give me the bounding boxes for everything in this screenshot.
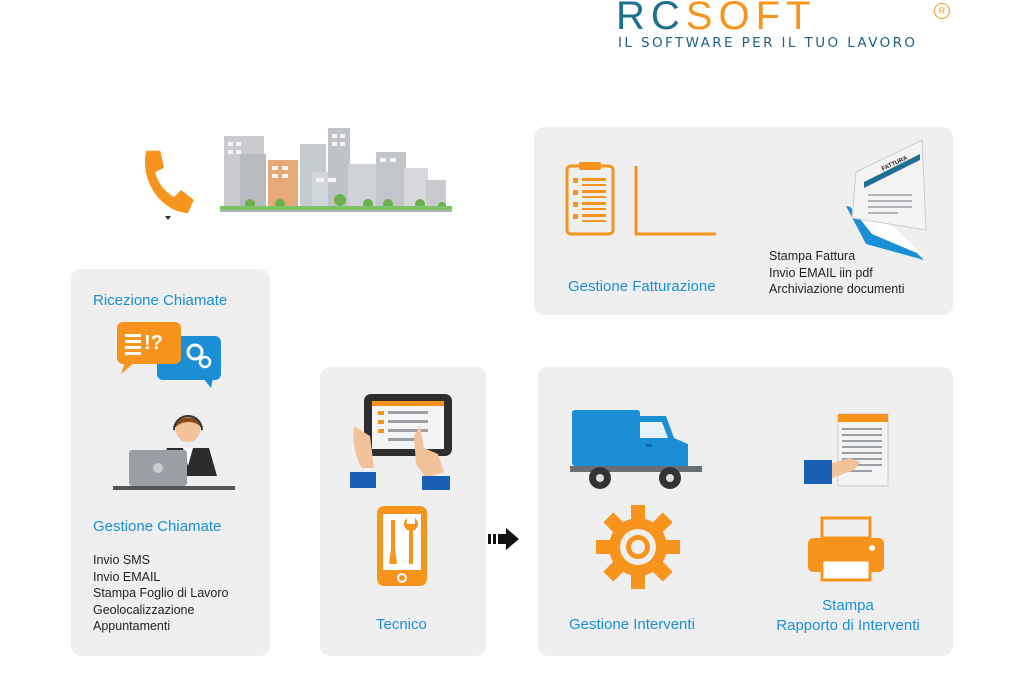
list-item: Archiviazione documenti: [769, 282, 905, 296]
phone-icon: [136, 148, 198, 222]
list-item: Geolocalizzazione: [93, 602, 195, 617]
registered-mark: R: [934, 3, 950, 19]
list-item: Invio EMAIL iin pdf: [769, 265, 873, 280]
printer-icon: [806, 516, 886, 582]
list-item: Appuntamenti: [93, 619, 171, 633]
operator-icon: [111, 408, 237, 492]
stampa-line1: Stampa: [822, 597, 874, 614]
logo-tagline: IL SOFTWARE PER IL TUO LAVORO: [618, 35, 918, 51]
tools-phone-icon: [375, 504, 429, 588]
gestione-chiamate-title: Gestione Chiamate: [93, 518, 222, 535]
arrow-right-icon: [488, 528, 520, 550]
gestione-interventi-title: Gestione Interventi: [569, 616, 695, 633]
list-item: Stampa Fattura: [769, 249, 856, 263]
stampa-title: Stampa Rapporto di Interventi: [756, 596, 940, 636]
truck-icon: [570, 408, 704, 492]
tecnico-title: Tecnico: [376, 616, 427, 633]
list-item: Invio EMAIL: [93, 569, 161, 584]
list-item: Stampa Foglio di Lavoro: [93, 586, 229, 600]
ricezione-items: Invio SMS Invio EMAIL Stampa Foglio di L…: [93, 552, 229, 635]
city-icon: [220, 124, 452, 216]
bubble-text: !?: [144, 332, 163, 354]
logo-soft: SOFT: [685, 0, 817, 38]
chat-bubbles-icon: [117, 320, 225, 390]
stampa-line2: Rapporto di Interventi: [776, 617, 920, 634]
logo-rc: RC: [616, 0, 686, 38]
fatturazione-items: Stampa Fattura Invio EMAIL iin pdf Archi…: [769, 248, 905, 298]
ricezione-title: Ricezione Chiamate: [93, 292, 228, 309]
clipboard-icon: [564, 162, 718, 238]
logo-wordmark: RCSOFT: [616, 0, 816, 39]
brand-logo: RCSOFT R IL SOFTWARE PER IL TUO LAVORO: [616, 0, 961, 52]
invoice-icon: [836, 138, 930, 262]
report-hand-icon: [802, 412, 892, 492]
tablet-icon: [348, 392, 454, 492]
fatturazione-title: Gestione Fatturazione: [568, 278, 716, 295]
gear-icon: [595, 504, 681, 590]
list-item: Invio SMS: [93, 553, 150, 567]
